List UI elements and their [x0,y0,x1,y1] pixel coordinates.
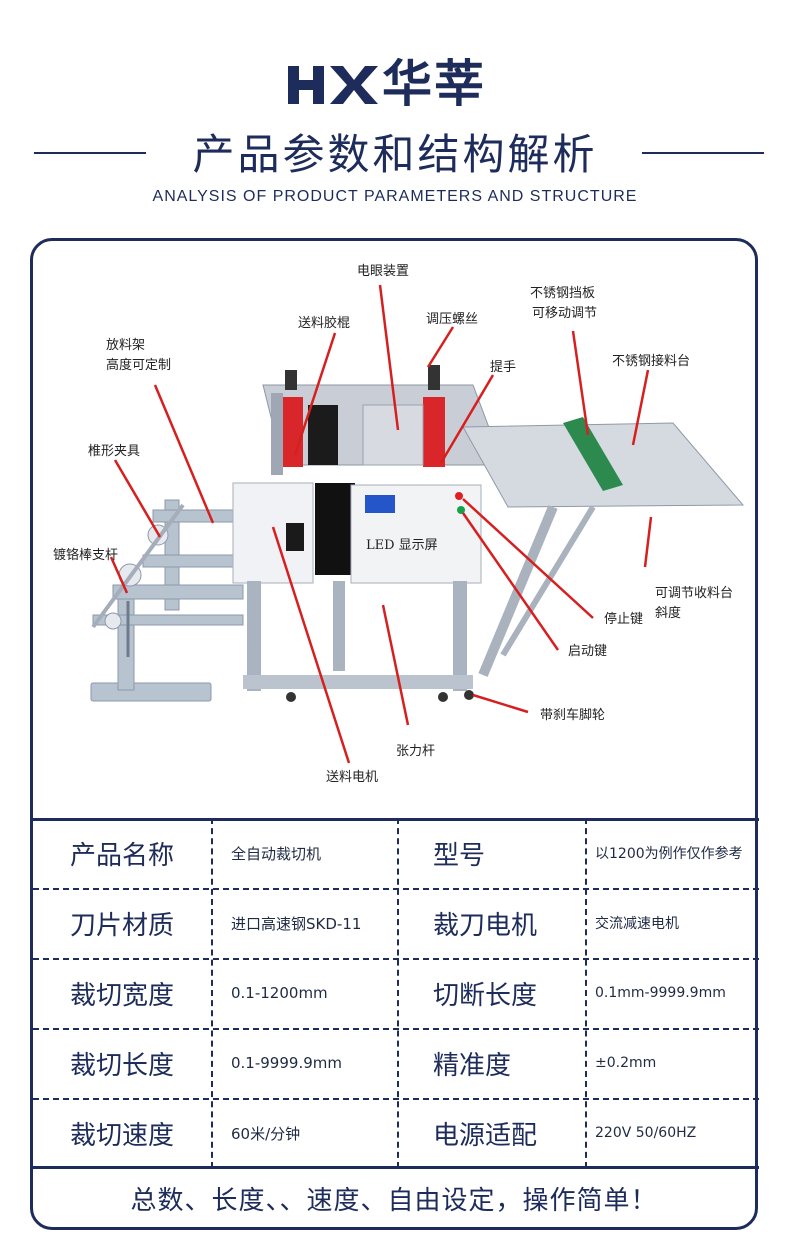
spec-value: 全自动裁切机 [231,844,322,863]
callout-pressure-screw: 调压螺丝 [426,312,479,327]
content-frame [30,238,758,1230]
title-rule-right [642,152,764,154]
spec-label: 型号 [433,840,486,871]
callout-chrome-rod: 镀铬棒支杆 [53,548,119,563]
spec-label: 裁切速度 [69,1120,174,1151]
callout-angle-line1: 可调节收料台 [655,586,734,601]
spec-label: 产品名称 [69,840,174,871]
page-subtitle: ANALYSIS OF PRODUCT PARAMETERS AND STRUC… [152,188,638,205]
spec-value: ±0.2mm [595,1055,657,1071]
table-column-divider [585,818,587,1168]
spec-value: 60米/分钟 [231,1124,301,1143]
callout-feed-motor: 送料电机 [326,770,379,785]
spec-label: 刀片材质 [69,910,174,941]
callout-start-key: 启动键 [568,644,608,659]
table-divider [33,1098,759,1100]
callout-receive-table: 不锈钢接料台 [612,354,691,369]
table-row: 裁切长度 0.1-9999.9mm 精准度 ±0.2mm [33,1028,759,1098]
table-border-top [33,818,759,821]
receiving-table-illustration [462,417,745,677]
table-border-bottom [33,1166,759,1169]
callout-baffle-line2: 可移动调节 [532,306,598,321]
callout-eye-device: 电眼装置 [357,264,410,279]
machine-diagram [90,284,745,764]
spec-value: 0.1-9999.9mm [231,1054,342,1072]
unwind-rack-illustration [90,499,254,702]
title-rule-left [34,152,146,154]
callout-rack-line2: 高度可定制 [106,358,172,373]
table-divider [33,958,759,960]
footer-note: 总数、长度、、速度、自由设定，操作简单！ [130,1185,658,1216]
table-divider [33,888,759,890]
table-row: 裁切宽度 0.1-1200mm 切断长度 0.1mm-9999.9mm [33,958,759,1028]
table-column-divider [397,818,399,1168]
callout-angle-line2: 斜度 [655,606,682,621]
table-row: 刀片材质 进口高速钢SKD-11 裁刀电机 交流减速电机 [33,888,759,958]
table-row: 产品名称 全自动裁切机 型号 以1200为例作仅作参考 [33,818,759,888]
brand-name: 华莘 [382,55,486,113]
spec-label: 切断长度 [433,980,538,1011]
callout-handle: 提手 [490,360,517,375]
callout-feed-roller: 送料胶棍 [298,316,351,331]
spec-label: 裁切长度 [69,1050,174,1081]
callout-tension-rod: 张力杆 [396,744,436,759]
machine-body-illustration [232,365,504,702]
spec-label: 裁切宽度 [69,980,174,1011]
table-row: 裁切速度 60米/分钟 电源适配 220V 50/60HZ [33,1098,759,1168]
callout-led-display: LED 显示屏 [366,538,438,553]
callout-clamp: 椎形夹具 [88,444,141,459]
spec-value: 交流减速电机 [595,916,679,932]
callout-leader-lines [109,284,653,764]
callout-stop-key: 停止键 [604,612,644,627]
spec-value: 0.1-1200mm [231,984,328,1002]
spec-label: 电源适配 [433,1120,538,1151]
callout-brake-wheel: 带刹车脚轮 [540,708,606,723]
spec-value: 进口高速钢SKD-11 [231,914,362,933]
spec-table: 产品名称 全自动裁切机 型号 以1200为例作仅作参考 刀片材质 进口高速钢SK… [33,818,759,1169]
spec-label: 裁刀电机 [433,910,538,941]
page-title: 产品参数和结构解析 [192,130,598,179]
spec-value: 220V 50/60HZ [595,1125,697,1141]
spec-value: 0.1mm-9999.9mm [595,985,726,1001]
brand-logo-icon [288,66,378,104]
table-column-divider [211,818,213,1168]
spec-label: 精准度 [433,1050,512,1081]
callout-rack-line1: 放料架 [106,338,146,353]
callout-baffle-line1: 不锈钢挡板 [530,286,596,301]
table-divider [33,1028,759,1030]
spec-value: 以1200为例作仅作参考 [595,846,743,862]
